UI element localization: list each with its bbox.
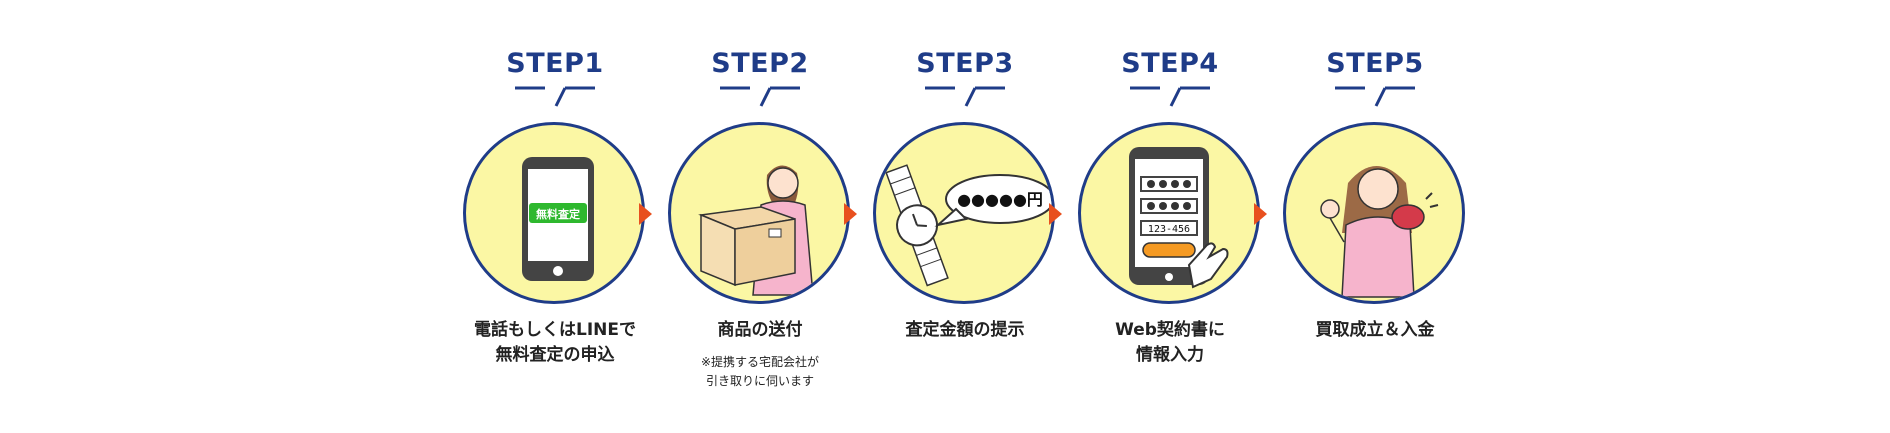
web-form-icon: 123-456 bbox=[1129, 147, 1229, 289]
speech-tail-icon bbox=[925, 86, 1005, 107]
step-illustration: 無料査定 bbox=[463, 122, 645, 304]
step-caption: 買取成立＆入金 bbox=[1315, 320, 1435, 340]
step-caption: 査定金額の提示 bbox=[905, 320, 1025, 340]
speech-tail-icon bbox=[515, 86, 595, 107]
step-illustration: ●●●●●円 bbox=[873, 122, 1055, 304]
step-label: STEP5 bbox=[1326, 48, 1424, 79]
step-1: STEP1 無料査定 電話もしくはLINEで 無料査定の申込 bbox=[440, 0, 670, 433]
smartphone-icon: 無料査定 bbox=[522, 157, 594, 281]
step-4: STEP4 123-456 Web契約書に 情報入力 bbox=[1055, 0, 1285, 433]
free-appraisal-badge: 無料査定 bbox=[536, 207, 580, 221]
arrow-right-icon bbox=[1049, 203, 1062, 225]
form-value-text: 123-456 bbox=[1148, 224, 1190, 235]
speech-tail-icon bbox=[1335, 86, 1415, 107]
speech-tail-icon bbox=[720, 86, 800, 107]
delivery-box-icon bbox=[698, 165, 814, 296]
arrow-right-icon bbox=[639, 203, 652, 225]
step-5: STEP5 買取成立＆入金 bbox=[1260, 0, 1490, 433]
step-illustration bbox=[1283, 122, 1465, 304]
step-illustration bbox=[668, 122, 850, 304]
payment-received-icon bbox=[1320, 166, 1439, 298]
step-3: STEP3 ●●●●●円 bbox=[850, 0, 1080, 433]
step-caption: 商品の送付 bbox=[717, 320, 803, 340]
step-label: STEP2 bbox=[711, 48, 809, 79]
watch-price-icon: ●●●●●円 bbox=[885, 164, 1052, 287]
step-caption: Web契約書に 情報入力 bbox=[1115, 320, 1225, 365]
step-label: STEP4 bbox=[1121, 48, 1219, 79]
price-bubble-text: ●●●●●円 bbox=[957, 190, 1043, 209]
step-label: STEP1 bbox=[506, 48, 604, 79]
speech-tail-icon bbox=[1130, 86, 1210, 107]
arrow-right-icon bbox=[844, 203, 857, 225]
arrow-right-icon bbox=[1254, 203, 1267, 225]
step-label: STEP3 bbox=[916, 48, 1014, 79]
step-illustration: 123-456 bbox=[1078, 122, 1260, 304]
step-caption: 電話もしくはLINEで 無料査定の申込 bbox=[474, 320, 636, 365]
step-2: STEP2 商品の送付 ※提携する宅配会社が 引き取りに伺います bbox=[645, 0, 875, 433]
step-note: ※提携する宅配会社が 引き取りに伺います bbox=[700, 355, 820, 388]
